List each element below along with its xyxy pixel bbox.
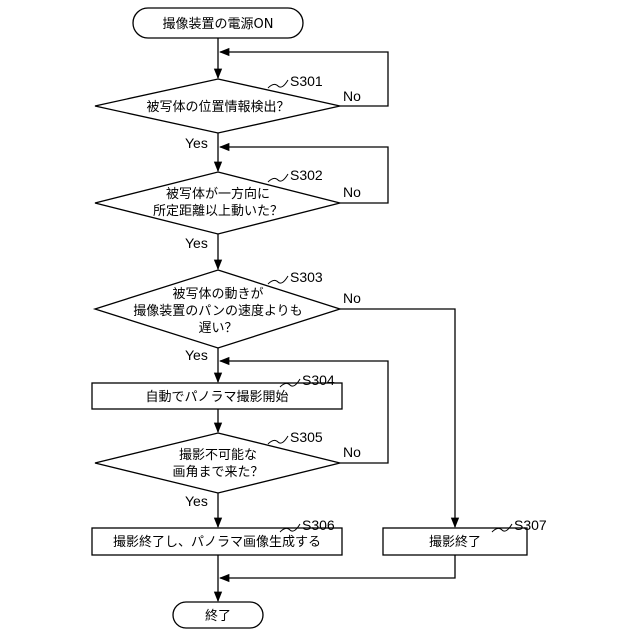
- s302-no-label: No: [343, 184, 361, 200]
- s303-text-line3: 遅い？: [198, 321, 237, 336]
- s302-text-line2: 所定距離以上動いた？: [153, 204, 283, 219]
- s303-yes-label: Yes: [185, 347, 208, 363]
- s302-yes-label: Yes: [185, 235, 208, 251]
- s305-text-line2: 画角まで来た？: [172, 465, 263, 480]
- s303-leader: [268, 276, 288, 284]
- s304-text: 自動でパノラマ撮影開始: [145, 389, 288, 405]
- branch-s303-no: [340, 309, 455, 527]
- start-label: 撮像装置の電源ON: [163, 16, 274, 32]
- s305-yes-label: Yes: [185, 493, 208, 509]
- s303-text-line2: 撮像装置のパンの速度よりも: [133, 303, 302, 319]
- s307-step-label: S307: [514, 517, 547, 533]
- s301-leader: [268, 80, 288, 88]
- s304-step-label: S304: [302, 372, 335, 388]
- s302-step-label: S302: [290, 167, 323, 183]
- s305-text-line1: 撮影不可能な: [179, 447, 257, 463]
- s306-step-label: S306: [302, 517, 335, 533]
- s303-step-label: S303: [290, 269, 323, 285]
- end-label: 終了: [205, 608, 231, 624]
- s302-text-line1: 被写体が一方向に: [166, 186, 270, 202]
- s307-text: 撮影終了: [429, 534, 481, 550]
- merge-s307-end: [220, 555, 455, 578]
- s302-leader: [268, 174, 288, 182]
- s301-yes-label: Yes: [185, 135, 208, 151]
- s306-text: 撮影終了し、パノラマ画像生成する: [113, 534, 321, 550]
- s303-no-label: No: [343, 290, 361, 306]
- s301-step-label: S301: [290, 73, 323, 89]
- s305-step-label: S305: [290, 429, 323, 445]
- s305-leader: [268, 436, 288, 444]
- s301-text: 被写体の位置情報検出？: [146, 100, 289, 115]
- s301-no-label: No: [343, 88, 361, 104]
- s303-text-line1: 被写体の動きが: [172, 287, 263, 302]
- s305-no-label: No: [343, 444, 361, 460]
